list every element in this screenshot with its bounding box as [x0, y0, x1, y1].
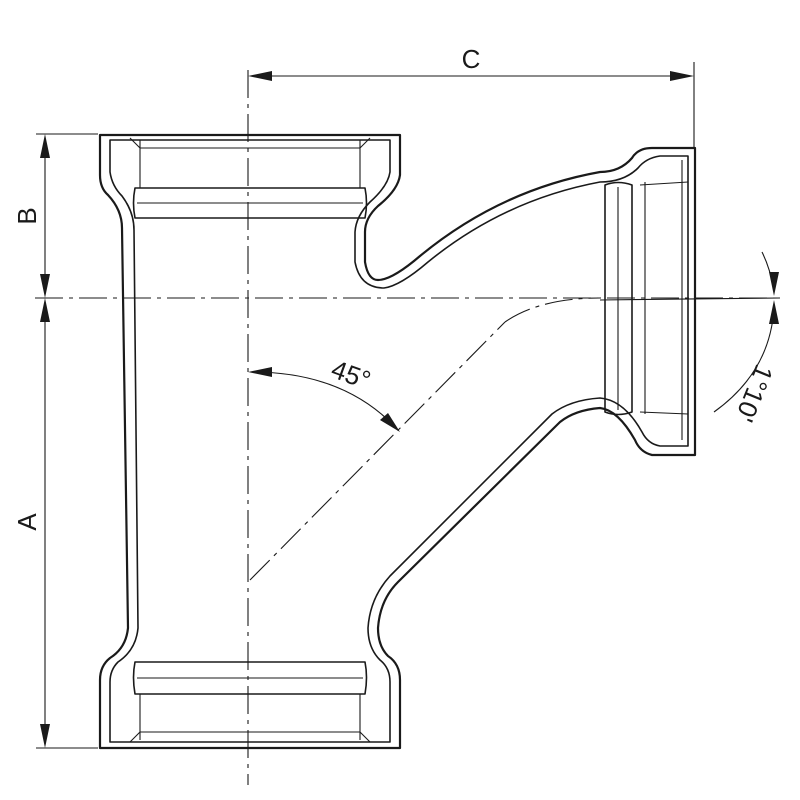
branch-angle-arrow-end [380, 413, 400, 432]
top-socket [129, 137, 371, 219]
bottom-socket-chamfer-right [359, 731, 371, 743]
branch-socket-inner-top [639, 181, 689, 186]
slope-angle-arrow-lower [769, 300, 779, 324]
bottom-socket-chamfer-left [129, 731, 141, 743]
fitting-outer-contour [98, 133, 697, 750]
branch-centerline-curve [504, 297, 601, 323]
dimension-c: C [248, 44, 695, 148]
dimension-c-arrow-left [248, 71, 272, 81]
top-socket-bead [132, 187, 368, 219]
slope-reference-line [599, 297, 781, 301]
slope-angle-arrow-upper [769, 272, 779, 296]
dimension-c-label: C [462, 44, 481, 74]
centerlines [35, 70, 780, 785]
fitting-body [98, 133, 697, 750]
top-socket-chamfer-right [359, 137, 371, 149]
dimension-ab: B A [12, 133, 98, 749]
dimension-b-arrow-top [40, 134, 50, 158]
dimension-b-label: B [12, 207, 42, 224]
bottom-socket-bead [132, 661, 368, 695]
dimension-a-label: A [12, 513, 42, 531]
branch-angle-label: 45° [327, 354, 374, 396]
branch-angle-arrow-start [248, 367, 272, 377]
dimension-c-arrow-right [670, 71, 694, 81]
branch-angle: 45° [248, 354, 400, 432]
branch-socket-bead [604, 181, 633, 416]
branch-centerline-diagonal [249, 321, 506, 581]
slope-angle: 1°10' [599, 251, 781, 427]
branch-angle-arc [251, 371, 399, 431]
dimension-a-arrow-top [40, 298, 50, 322]
fitting-inner-contour [109, 139, 689, 743]
dimension-b-arrow-bottom [40, 274, 50, 298]
slope-angle-label: 1°10' [729, 361, 779, 427]
dimension-a-arrow-bottom [40, 724, 50, 748]
branch-socket-inner-bottom [639, 411, 689, 415]
bottom-socket [129, 661, 371, 743]
top-socket-chamfer-left [129, 137, 141, 149]
